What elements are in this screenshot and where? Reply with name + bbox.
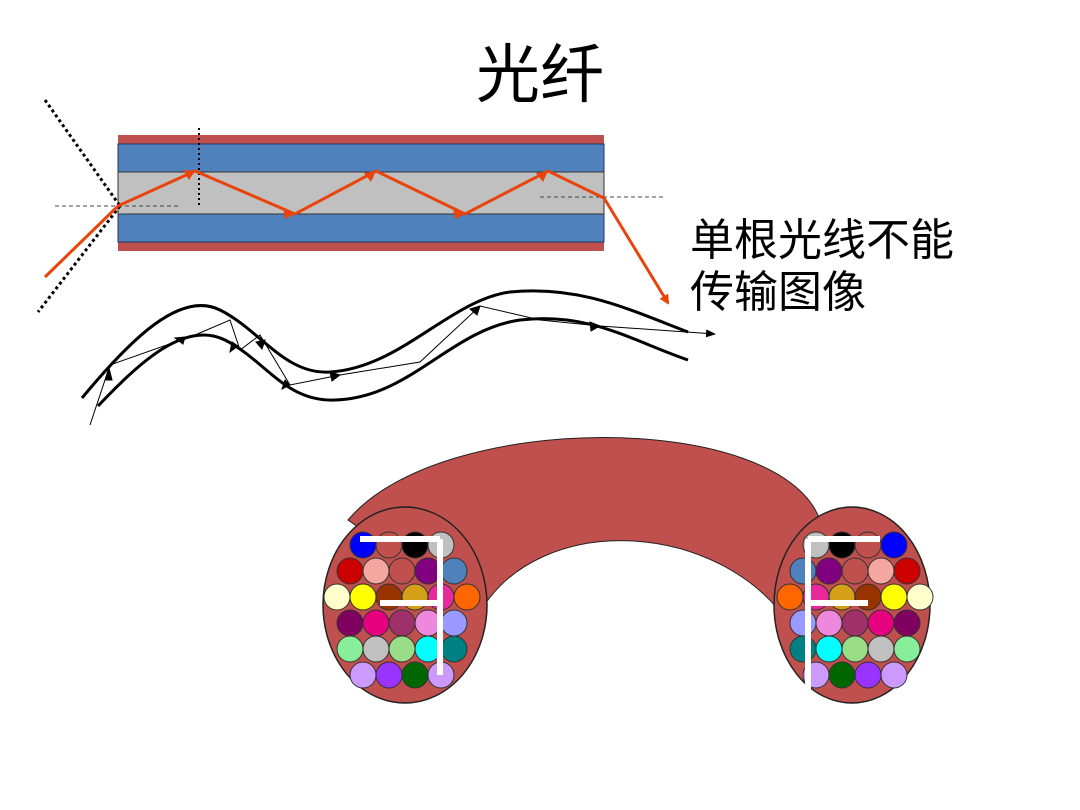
fiber-strand [336, 609, 364, 637]
fiber-strand [388, 635, 416, 663]
fiber-strand [388, 609, 416, 637]
fiber-strand [880, 583, 908, 611]
fiber-strand [362, 557, 390, 585]
fiber-strand [349, 661, 377, 689]
light-ray-arrowheads [183, 170, 548, 219]
fiber-strand [375, 661, 403, 689]
curved-fiber-upper-edge [80, 289, 689, 399]
fiber-strand [440, 635, 468, 663]
fiber-strand [440, 557, 468, 585]
image-letter-left [360, 536, 443, 675]
fiber-strand [893, 635, 921, 663]
fiber-strand [893, 557, 921, 585]
fiber-strand [401, 583, 429, 611]
fiber-strand [375, 583, 403, 611]
fiber-strand [336, 557, 364, 585]
fiber-strand [841, 557, 869, 585]
fiber-strand [867, 557, 895, 585]
caption: 单根光线不能 传输图像 [690, 215, 990, 319]
fiber-strand [854, 583, 882, 611]
fiber-strand [349, 531, 377, 559]
fiber-strand [789, 557, 817, 585]
fiber-strand [815, 557, 843, 585]
entry-normal-line-lower [36, 205, 122, 313]
curved-fiber-lower-edge [96, 317, 689, 408]
bundle-left-fibers [323, 531, 481, 689]
fiber-cladding-bottom [117, 213, 605, 243]
fiber-strand [349, 583, 377, 611]
fiber-strand [815, 609, 843, 637]
fiber-strand [336, 635, 364, 663]
fiber-strand [375, 531, 403, 559]
guide-lines [36, 99, 665, 313]
fiber-strand [815, 635, 843, 663]
caption-line-2: 传输图像 [690, 266, 866, 318]
fiber-strand [828, 661, 856, 689]
fiber-strand [841, 609, 869, 637]
fiber-strand [362, 609, 390, 637]
fiber-bundle [322, 437, 934, 704]
fiber-strand [453, 583, 481, 611]
slide-title: 光纤 [476, 39, 604, 113]
fiber-strand [880, 661, 908, 689]
fiber-strand [388, 557, 416, 585]
entry-normal-line [43, 99, 122, 207]
fiber-jacket-bottom [118, 242, 604, 251]
fiber-strand [841, 635, 869, 663]
fiber-jacket-top [118, 135, 604, 144]
straight-fiber [117, 135, 605, 251]
fiber-strand [854, 661, 882, 689]
fiber-strand [828, 583, 856, 611]
fiber-strand [867, 609, 895, 637]
fiber-strand [789, 635, 817, 663]
fiber-strand [867, 635, 895, 663]
fiber-strand [401, 661, 429, 689]
fiber-strand [789, 609, 817, 637]
fiber-strand [401, 531, 429, 559]
fiber-strand [776, 583, 804, 611]
curved-fiber [80, 289, 689, 408]
fiber-cladding-top [117, 143, 605, 173]
fiber-strand [828, 531, 856, 559]
curved-ray-path [89, 305, 716, 426]
fiber-strand [323, 583, 351, 611]
image-letter-right [805, 536, 880, 690]
fiber-strand [880, 531, 908, 559]
fiber-strand [854, 531, 882, 559]
caption-line-1: 单根光线不能 [690, 215, 954, 266]
fiber-strand [906, 583, 934, 611]
fiber-strand [893, 609, 921, 637]
fiber-strand [440, 609, 468, 637]
curved-fiber-rays [89, 305, 716, 426]
fiber-strand [362, 635, 390, 663]
